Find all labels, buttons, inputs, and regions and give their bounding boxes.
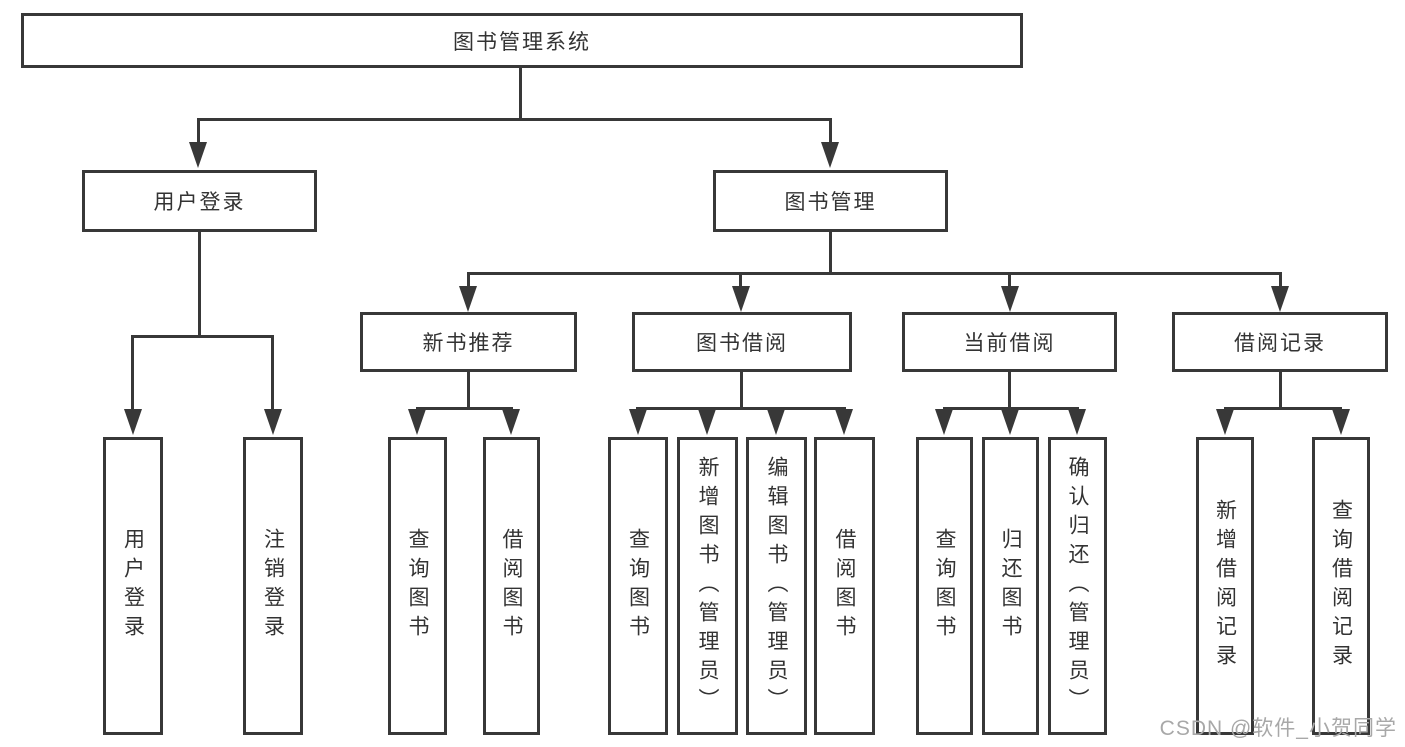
leaf-bb-borrow-books: 借阅图书 bbox=[814, 437, 875, 735]
arrow-to-user-login-icon bbox=[189, 142, 207, 168]
node-library-management-system: 图书管理系统 bbox=[21, 13, 1023, 68]
connector-nbr-stem bbox=[467, 372, 470, 407]
leaf-label: 确认归还（管理员） bbox=[1066, 455, 1089, 717]
connector-nbr-hbar bbox=[416, 407, 513, 410]
connector-root-hbar bbox=[197, 118, 832, 121]
node-book-management: 图书管理 bbox=[713, 170, 948, 232]
leaf-br-query-record: 查询借阅记录 bbox=[1312, 437, 1370, 735]
leaf-nbr-borrow-books: 借阅图书 bbox=[483, 437, 540, 735]
arrow-to-bb-query-icon bbox=[629, 409, 647, 435]
leaf-label: 借阅图书 bbox=[833, 528, 856, 644]
connector-bookmgmt-shaft-2 bbox=[739, 272, 742, 288]
arrow-to-br-query-icon bbox=[1332, 409, 1350, 435]
connector-bookmgmt-stem bbox=[829, 232, 832, 272]
node-label: 图书管理 bbox=[784, 191, 877, 214]
arrow-to-borrow-records-icon bbox=[1271, 286, 1289, 312]
arrow-to-cb-query-icon bbox=[935, 409, 953, 435]
node-label: 图书管理系统 bbox=[453, 30, 591, 54]
leaf-label: 新增借阅记录 bbox=[1213, 499, 1237, 673]
connector-bookmgmt-shaft-3 bbox=[1008, 272, 1011, 288]
arrow-to-leaf-user-login-icon bbox=[124, 409, 142, 435]
leaf-label: 查询图书 bbox=[626, 528, 650, 644]
leaf-label: 归还图书 bbox=[999, 528, 1022, 644]
leaf-label: 用户登录 bbox=[121, 528, 145, 644]
connector-cb-stem bbox=[1008, 372, 1011, 407]
arrow-to-nbr-borrow-icon bbox=[502, 409, 520, 435]
arrow-to-cb-return-icon bbox=[1001, 409, 1019, 435]
connector-userlogin-hbar bbox=[131, 335, 274, 338]
connector-userlogin-left-shaft bbox=[131, 335, 134, 409]
leaf-cb-confirm-return-admin: 确认归还（管理员） bbox=[1048, 437, 1107, 735]
arrow-to-book-management-icon bbox=[821, 142, 839, 168]
leaf-cb-return-books: 归还图书 bbox=[982, 437, 1039, 735]
leaf-bb-query-books: 查询图书 bbox=[608, 437, 668, 735]
leaf-user-login: 用户登录 bbox=[103, 437, 163, 735]
node-label: 当前借阅 bbox=[963, 332, 1056, 355]
node-label: 用户登录 bbox=[153, 191, 246, 214]
node-borrow-records: 借阅记录 bbox=[1172, 312, 1388, 372]
arrow-to-book-borrow-icon bbox=[732, 286, 750, 312]
connector-userlogin-right-shaft bbox=[271, 335, 274, 409]
connector-bb-hbar bbox=[636, 407, 846, 410]
leaf-label: 注销登录 bbox=[261, 528, 285, 644]
node-new-book-recommend: 新书推荐 bbox=[360, 312, 577, 372]
connector-br-hbar bbox=[1224, 407, 1342, 410]
connector-cb-hbar bbox=[943, 407, 1079, 410]
arrow-to-bb-edit-icon bbox=[767, 409, 785, 435]
arrow-to-br-add-icon bbox=[1216, 409, 1234, 435]
leaf-label: 查询借阅记录 bbox=[1329, 499, 1353, 673]
arrow-to-bb-add-icon bbox=[698, 409, 716, 435]
leaf-bb-add-books-admin: 新增图书（管理员） bbox=[677, 437, 738, 735]
connector-userlogin-stem bbox=[198, 232, 201, 335]
arrow-to-nbr-query-icon bbox=[408, 409, 426, 435]
connector-root-right-shaft bbox=[829, 118, 832, 146]
leaf-label: 新增图书（管理员） bbox=[696, 455, 719, 717]
node-label: 新书推荐 bbox=[422, 332, 515, 355]
leaf-logout: 注销登录 bbox=[243, 437, 303, 735]
leaf-label: 查询图书 bbox=[406, 528, 429, 644]
connector-root-stem bbox=[519, 68, 522, 118]
arrow-to-new-book-recommend-icon bbox=[459, 286, 477, 312]
leaf-label: 查询图书 bbox=[933, 528, 956, 644]
connector-bookmgmt-shaft-4 bbox=[1279, 272, 1282, 288]
arrow-to-current-borrow-icon bbox=[1001, 286, 1019, 312]
watermark: CSDN @软件_小贺同学 bbox=[1159, 717, 1397, 740]
leaf-label: 编辑图书（管理员） bbox=[765, 455, 788, 717]
connector-root-left-shaft bbox=[197, 118, 200, 146]
connector-bookmgmt-shaft-1 bbox=[467, 272, 470, 288]
node-current-borrow: 当前借阅 bbox=[902, 312, 1117, 372]
arrow-to-leaf-logout-icon bbox=[264, 409, 282, 435]
arrow-to-cb-confirm-icon bbox=[1068, 409, 1086, 435]
leaf-cb-query-books: 查询图书 bbox=[916, 437, 973, 735]
connector-bb-stem bbox=[740, 372, 743, 407]
connector-bookmgmt-hbar bbox=[467, 272, 1282, 275]
leaf-bb-edit-books-admin: 编辑图书（管理员） bbox=[746, 437, 807, 735]
leaf-label: 借阅图书 bbox=[500, 528, 523, 644]
node-user-login-branch: 用户登录 bbox=[82, 170, 317, 232]
arrow-to-bb-borrow-icon bbox=[835, 409, 853, 435]
node-label: 图书借阅 bbox=[696, 332, 788, 355]
leaf-nbr-query-books: 查询图书 bbox=[388, 437, 447, 735]
node-label: 借阅记录 bbox=[1234, 332, 1326, 355]
leaf-br-add-record: 新增借阅记录 bbox=[1196, 437, 1254, 735]
node-book-borrow: 图书借阅 bbox=[632, 312, 852, 372]
connector-br-stem bbox=[1279, 372, 1282, 407]
